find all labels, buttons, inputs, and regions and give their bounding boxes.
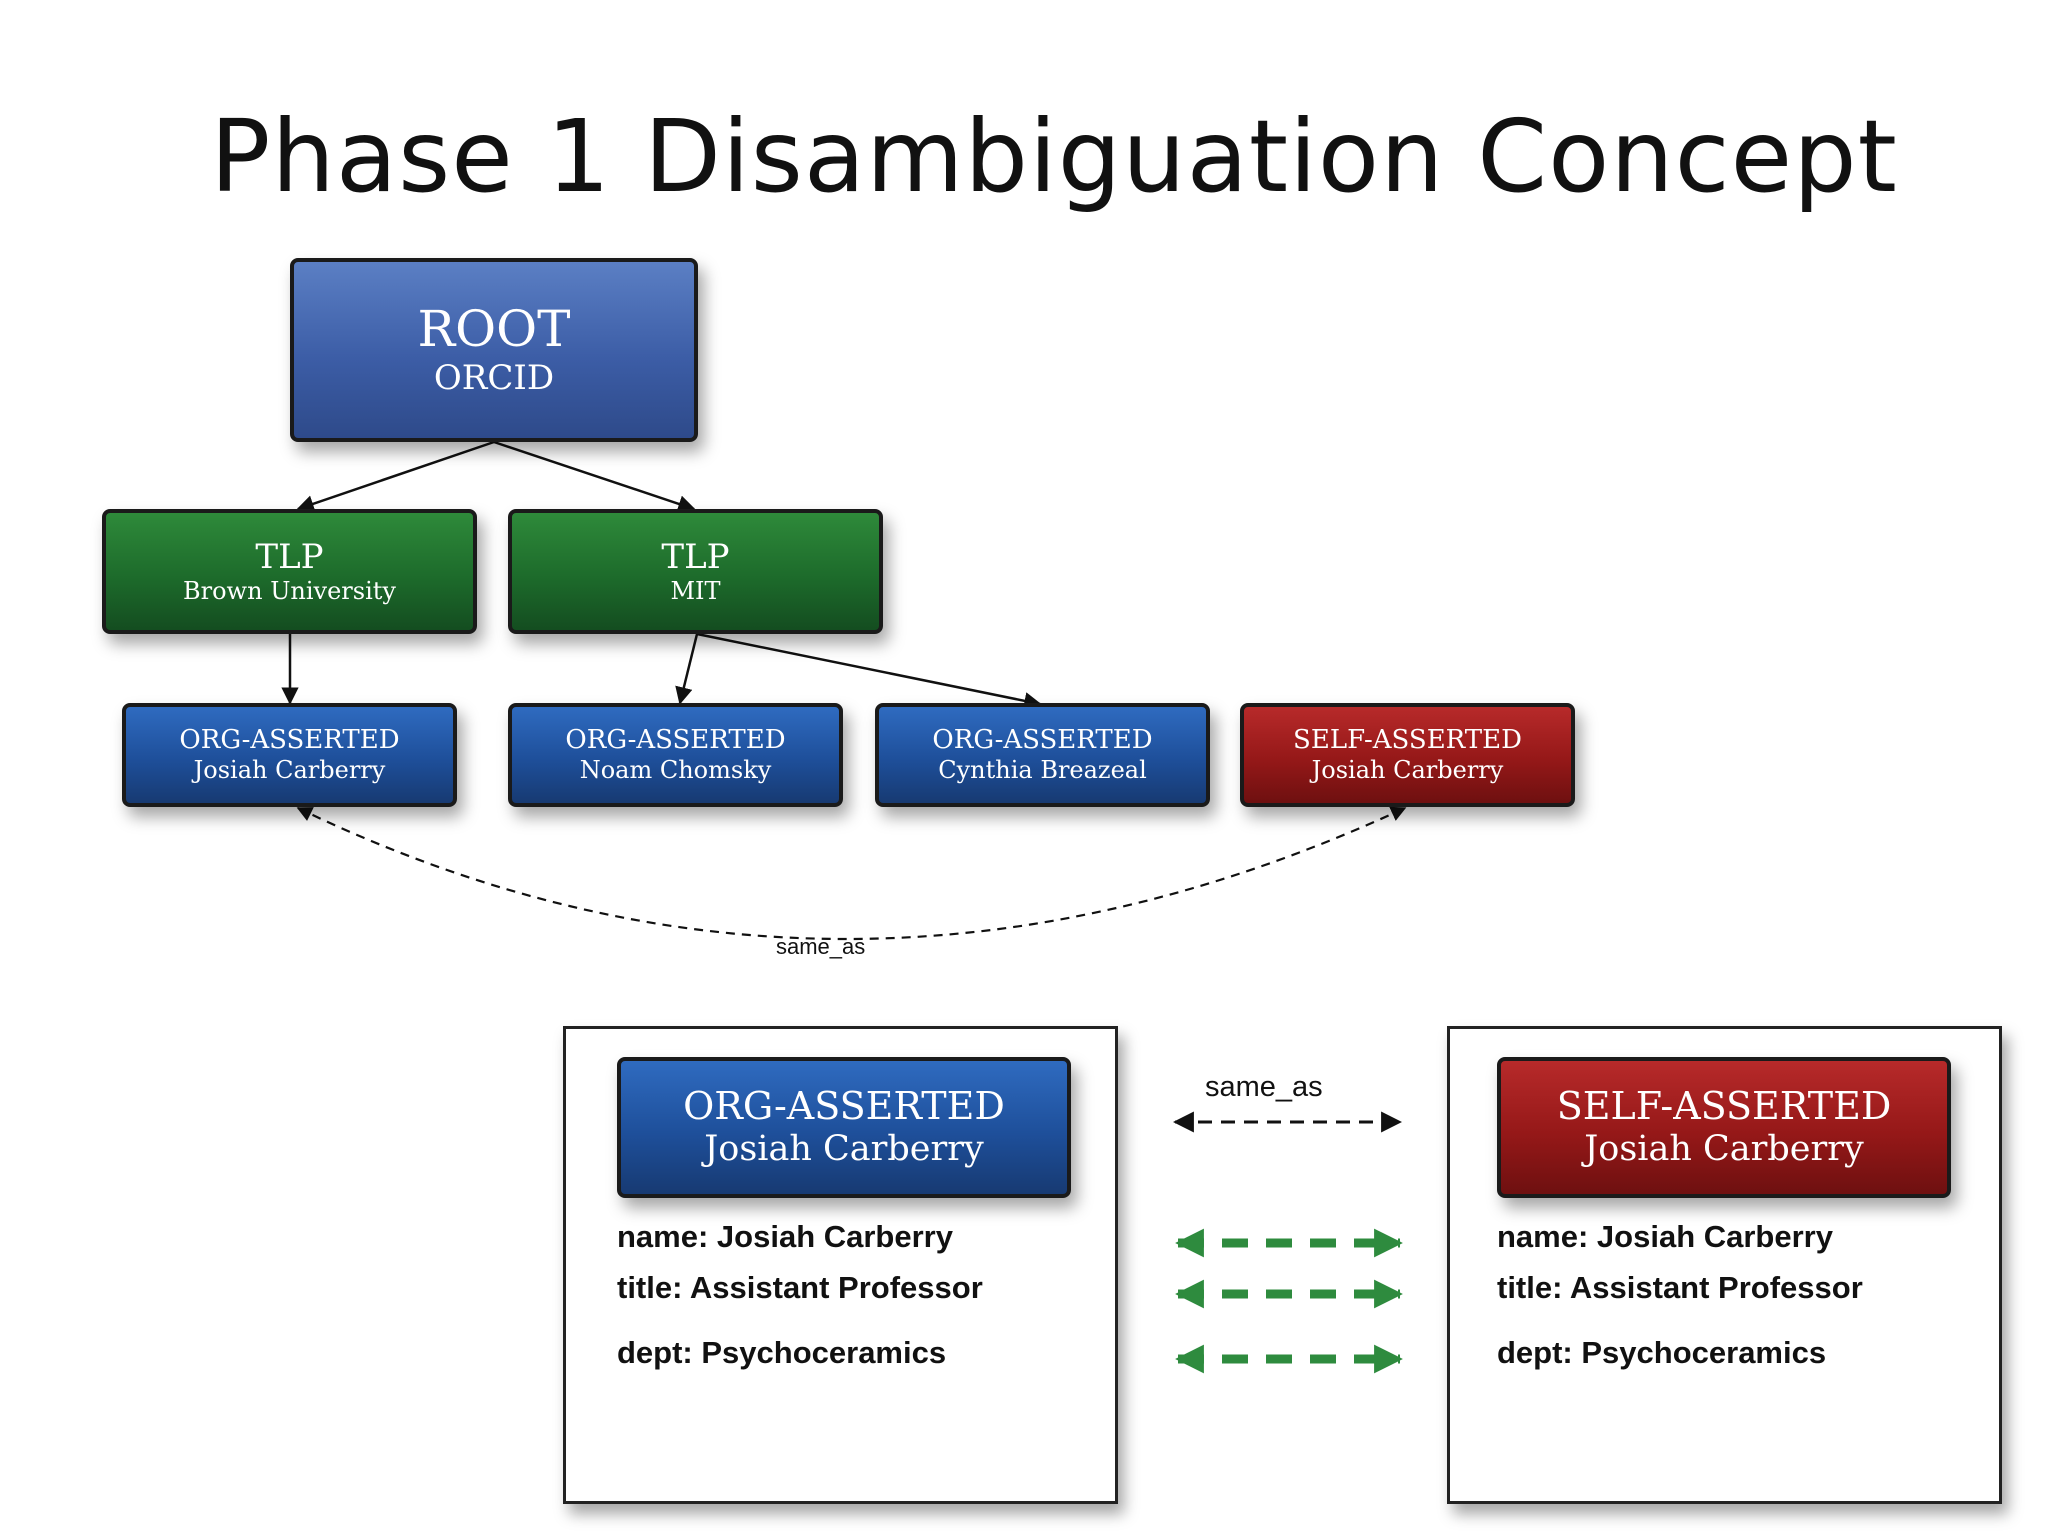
tlp-mit-name: MIT	[670, 576, 721, 605]
edge-same-as-curve	[296, 806, 1407, 940]
root-name: ORCID	[433, 358, 555, 399]
org-attr-dept: dept: Psychoceramics	[617, 1335, 947, 1370]
self-attr-title: title: Assistant Professor	[1497, 1270, 1863, 1305]
panel-org-header: ORG-ASSERTED Josiah Carberry	[617, 1057, 1071, 1198]
tlp-node-mit: TLP MIT	[508, 509, 883, 634]
org-cynthia-name: Cynthia Breazeal	[938, 755, 1147, 784]
slide-title: Phase 1 Disambiguation Concept	[210, 98, 1898, 215]
edge-root-mit	[493, 440, 696, 513]
org-noam-name: Noam Chomsky	[579, 755, 772, 784]
self-attr-name: name: Josiah Carberry	[1497, 1219, 1833, 1254]
panel-self-header: SELF-ASSERTED Josiah Carberry	[1497, 1057, 1951, 1198]
edge-root-brown	[296, 440, 495, 513]
edge-mit-noam	[675, 633, 699, 705]
self-node-josiah: SELF-ASSERTED Josiah Carberry	[1240, 703, 1575, 807]
self-josiah-name: Josiah Carberry	[1311, 755, 1504, 784]
same-as-arrow-label: same_as	[1205, 1071, 1323, 1103]
panel-self-name: Josiah Carberry	[1584, 1129, 1864, 1170]
panel-org-type: ORG-ASSERTED	[683, 1083, 1005, 1128]
same-as-curve-label: same_as	[776, 934, 866, 959]
org-cynthia-type: ORG-ASSERTED	[932, 724, 1153, 755]
root-type: ROOT	[417, 299, 571, 358]
tlp-node-brown: TLP Brown University	[102, 509, 477, 634]
edge-mit-cynthia	[696, 632, 1042, 710]
panel-org-name: Josiah Carberry	[704, 1129, 984, 1170]
org-noam-type: ORG-ASSERTED	[565, 724, 786, 755]
org-josiah-type: ORG-ASSERTED	[179, 724, 400, 755]
org-josiah-name: Josiah Carberry	[193, 755, 386, 784]
org-node-noam: ORG-ASSERTED Noam Chomsky	[508, 703, 843, 807]
tlp-brown-name: Brown University	[183, 576, 396, 605]
self-josiah-type: SELF-ASSERTED	[1293, 724, 1522, 755]
tlp-mit-type: TLP	[661, 536, 730, 577]
tlp-brown-type: TLP	[255, 536, 324, 577]
org-node-josiah: ORG-ASSERTED Josiah Carberry	[122, 703, 457, 807]
org-attr-name: name: Josiah Carberry	[617, 1219, 953, 1254]
panel-self-type: SELF-ASSERTED	[1556, 1083, 1892, 1128]
org-attr-title: title: Assistant Professor	[617, 1270, 983, 1305]
org-node-cynthia: ORG-ASSERTED Cynthia Breazeal	[875, 703, 1210, 807]
root-node: ROOT ORCID	[290, 258, 698, 442]
self-attr-dept: dept: Psychoceramics	[1497, 1335, 1827, 1370]
